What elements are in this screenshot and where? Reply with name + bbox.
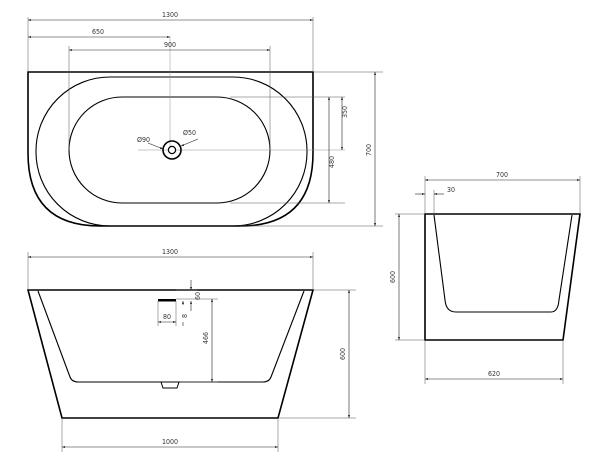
drain-diameter-large-label: Ø90 [137,136,150,144]
dim-side-width-label: 700 [496,171,508,179]
front-view-drain [160,381,180,389]
dim-overall-length-label: 1300 [162,11,178,19]
top-view: Ø90 Ø50 1300 650 900 350 480 700 [27,11,383,227]
drain-outer-icon [162,140,182,160]
dim-overflow-width-label: 80 [163,313,171,321]
dim-inner-width-label: 480 [328,156,336,168]
overflow-icon [158,299,176,302]
dim-overflow-height-label: 60 [194,292,202,300]
dim-half-length-label: 650 [92,28,104,36]
dim-inner-depth-label: 466 [202,332,210,344]
dim-wall-thickness-label: 30 [447,186,455,194]
side-view-basin-outline [433,214,573,313]
front-view-basin-outline [37,290,305,383]
side-view-outer-outline [424,213,581,341]
drain-small-leader [180,138,199,147]
dim-side-base-width-label: 620 [488,370,500,378]
front-view-outer-outline [26,289,315,419]
dim-inner-length-label: 900 [164,41,176,49]
dim-front-bottom-length-label: 1000 [162,438,178,446]
dim-side-height-label: 600 [389,271,397,283]
dim-drain-offset-label: 350 [341,106,349,118]
dim-front-height-label: 600 [339,348,347,360]
front-view: 1300 1000 600 466 60 8 80 [26,248,356,452]
dim-front-top-length-label: 1300 [162,248,178,256]
side-view: 700 30 600 620 [389,171,581,384]
dim-overall-width-label: 700 [365,144,373,156]
top-view-rim [35,76,308,227]
drain-diameter-small-label: Ø50 [183,129,196,137]
drain-inner-icon [167,145,177,155]
dim-overflow-gap-label: 8 [181,314,189,318]
drain-large-leader [147,142,164,150]
